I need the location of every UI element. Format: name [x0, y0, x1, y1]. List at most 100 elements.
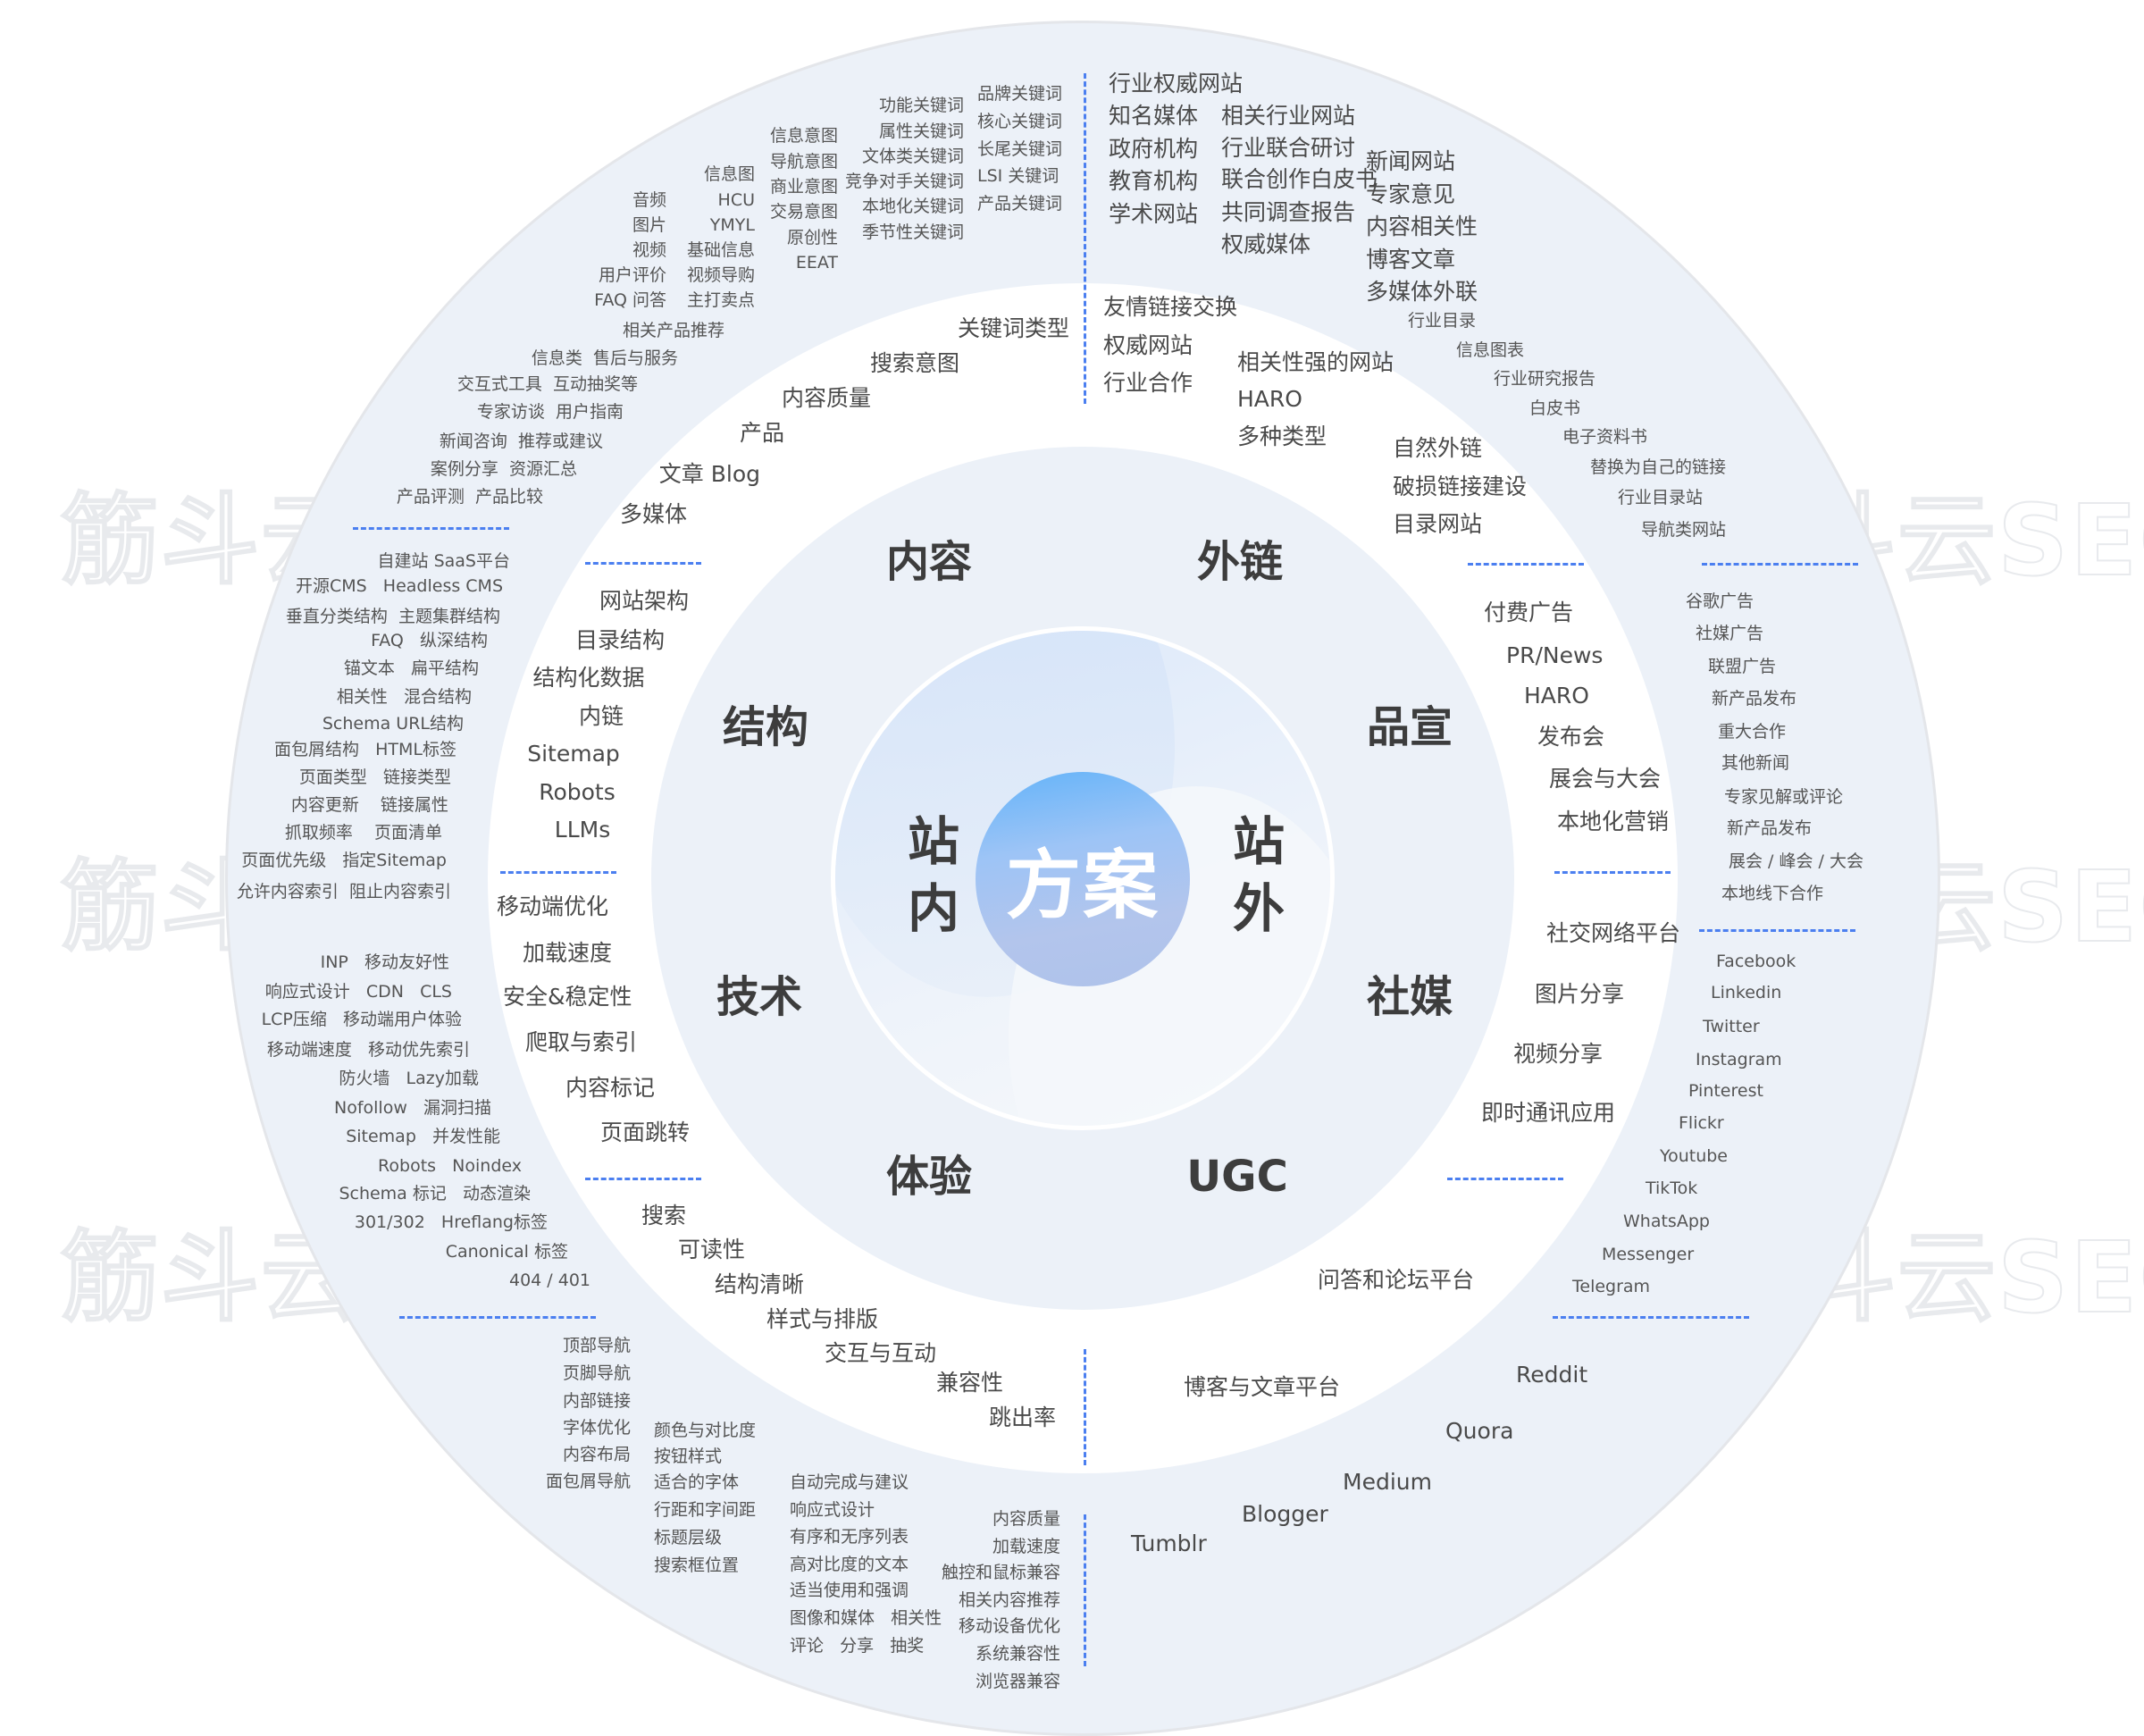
content-intent-item: 原创性: [786, 228, 838, 247]
experience-outer-col1-item: 页脚导航: [562, 1363, 631, 1383]
social-outer-item: Messenger: [1602, 1245, 1695, 1264]
technical-mid-item: 移动端优化: [497, 893, 609, 919]
content-quality-item: 主打卖点: [686, 290, 755, 310]
content-blog-item: 相关产品推荐: [622, 321, 724, 340]
content-keywords-col2-item: 长尾关键词: [977, 139, 1063, 159]
technical-mid-item: 爬取与索引: [525, 1029, 638, 1055]
backlinks-mid-item: 破损链接建设: [1393, 474, 1528, 499]
experience-mid-item: 可读性: [678, 1237, 746, 1262]
structure-mid-item: Robots: [539, 779, 616, 805]
technical-outer-item: Sitemap 并发性能: [346, 1127, 500, 1146]
ugc-outer-item: Medium: [1343, 1469, 1432, 1495]
backlinks-mid-item: 相关性强的网站: [1237, 349, 1394, 375]
ugc-outer-item: Quora: [1445, 1418, 1514, 1444]
backlinks-outer-diag-item: 行业目录站: [1618, 488, 1704, 507]
social-outer-item: Instagram: [1696, 1050, 1782, 1069]
backlinks-mid-item: 目录网站: [1393, 511, 1483, 537]
promotion-outer-item: 展会 / 峰会 / 大会: [1729, 851, 1863, 871]
promotion-mid-item: HARO: [1524, 683, 1589, 709]
content-mid-item: 内容质量: [781, 385, 871, 411]
backlinks-outer-diag-item: 信息图表: [1456, 340, 1525, 360]
experience-outer-col2-item: 行距和字间距: [654, 1500, 757, 1520]
technical-outer-item: LCP压缩 移动端用户体验: [261, 1010, 462, 1029]
structure-outer-item: 允许内容索引 阻止内容索引: [236, 882, 451, 902]
promotion-mid-item: 发布会: [1537, 724, 1605, 750]
structure-outer-item: 自建站 SaaS平台: [377, 551, 510, 571]
promotion-outer-item: 联盟广告: [1708, 657, 1777, 676]
backlinks-outer-col1-item: 学术网站: [1109, 201, 1199, 227]
structure-outer-item: 页面类型 链接类型: [298, 767, 451, 787]
structure-outer-item: FAQ 纵深结构: [371, 631, 488, 650]
divider-bottom-mid: [1084, 1349, 1086, 1465]
divider-right-upper-outer: [1702, 563, 1858, 566]
technical-outer-item: INP 移动友好性: [320, 952, 449, 972]
content-keywords-col1-item: 本地化关键词: [861, 197, 964, 216]
content-mid-item: 搜索意图: [869, 350, 959, 376]
backlinks-outer-col2-item: 相关行业网站: [1221, 103, 1356, 129]
experience-outer-col3-item: 图像和媒体 相关性: [790, 1608, 942, 1628]
divider-right-mid: [1554, 871, 1671, 874]
promotion-mid-item: 展会与大会: [1549, 766, 1662, 792]
content-keywords-col2-item: 核心关键词: [977, 112, 1063, 131]
ugc-outer-item: Reddit: [1516, 1362, 1588, 1388]
backlinks-mid-item: 友情链接交换: [1103, 294, 1238, 320]
content-quality-item: 基础信息: [686, 240, 755, 260]
social-outer-item: Flickr: [1679, 1113, 1724, 1133]
content-product-item: 音频: [632, 190, 666, 210]
backlinks-outer-col3-item: 内容相关性: [1366, 214, 1478, 239]
divider-left-upper-mid: [585, 562, 701, 565]
content-quality-item: 信息图: [703, 164, 755, 184]
experience-outer-col2-item: 适合的字体: [654, 1472, 740, 1492]
promotion-outer-item: 专家见解或评论: [1724, 787, 1844, 807]
content-intent-item: 信息意图: [769, 126, 838, 146]
promotion-outer-item: 谷歌广告: [1686, 591, 1755, 611]
backlinks-mid-item: 自然外链: [1393, 435, 1483, 461]
social-outer-item: Twitter: [1703, 1017, 1760, 1036]
content-blog-item: 专家访谈 用户指南: [476, 402, 624, 422]
technical-outer-item: 响应式设计 CDN CLS: [264, 982, 452, 1002]
experience-outer-col2-item: 按钮样式: [654, 1447, 723, 1466]
backlinks-outer-diag-item: 行业目录: [1408, 311, 1477, 331]
technical-outer-item: Schema 标记 动态渲染: [339, 1184, 531, 1203]
social-mid-item: 视频分享: [1513, 1041, 1604, 1067]
promotion-mid-item: PR/News: [1506, 642, 1604, 668]
divider-top: [1084, 73, 1086, 404]
experience-outer-col3-item: 有序和无序列表: [790, 1527, 909, 1547]
content-mid-item: 多媒体: [619, 501, 687, 527]
experience-outer-col3-item: 适当使用和强调: [790, 1581, 909, 1600]
backlinks-outer-diag-item: 导航类网站: [1641, 520, 1727, 540]
social-outer-item: TikTok: [1646, 1178, 1698, 1198]
backlinks-mid-item: 权威网站: [1103, 332, 1193, 358]
structure-outer-item: 垂直分类结构 主题集群结构: [285, 607, 500, 626]
experience-outer-col4-item: 移动设备优化: [958, 1616, 1060, 1636]
social-outer-item: Linkedin: [1711, 983, 1782, 1002]
experience-outer-col4-item: 浏览器兼容: [975, 1672, 1060, 1691]
content-product-item: 用户评价: [598, 265, 666, 285]
promotion-mid-item: 本地化营销: [1557, 809, 1670, 834]
onsite-label: 站 内: [908, 811, 960, 940]
backlinks-outer-diag-item: 行业研究报告: [1494, 369, 1596, 389]
experience-outer-col4-item: 相关内容推荐: [958, 1590, 1060, 1610]
content-intent-item: 导航意图: [769, 152, 838, 172]
backlinks-outer-col1-item: 知名媒体: [1109, 103, 1199, 129]
content-mid-item: 产品: [739, 420, 784, 446]
structure-outer-item: 锚文本 扁平结构: [343, 658, 479, 678]
backlinks-outer-col3-item: 多媒体外联: [1366, 279, 1478, 305]
content-keywords-col2-item: 品牌关键词: [977, 84, 1063, 104]
technical-outer-item: Robots Noindex: [378, 1156, 522, 1176]
social-outer-item: Youtube: [1660, 1146, 1728, 1166]
divider-left-lower-mid: [585, 1178, 701, 1180]
content-quality-item: YMYL: [709, 215, 755, 235]
technical-mid-item: 加载速度: [523, 940, 613, 966]
structure-outer-item: 抓取频率 页面清单: [284, 823, 442, 843]
technical-mid-item: 页面跳转: [600, 1120, 691, 1145]
promotion-outer-item: 重大合作: [1718, 722, 1787, 742]
promotion-outer-item: 其他新闻: [1721, 753, 1790, 773]
content-keywords-col1-item: 文体类关键词: [861, 147, 964, 166]
center-hub: 方案: [976, 772, 1190, 986]
backlinks-outer-col3-item: 新闻网站: [1366, 148, 1456, 174]
content-intent-item: 交易意图: [769, 202, 838, 222]
content-quality-item: HCU: [717, 190, 755, 210]
experience-mid-item: 结构清晰: [715, 1271, 805, 1297]
structure-mid-item: 结构化数据: [532, 665, 645, 691]
